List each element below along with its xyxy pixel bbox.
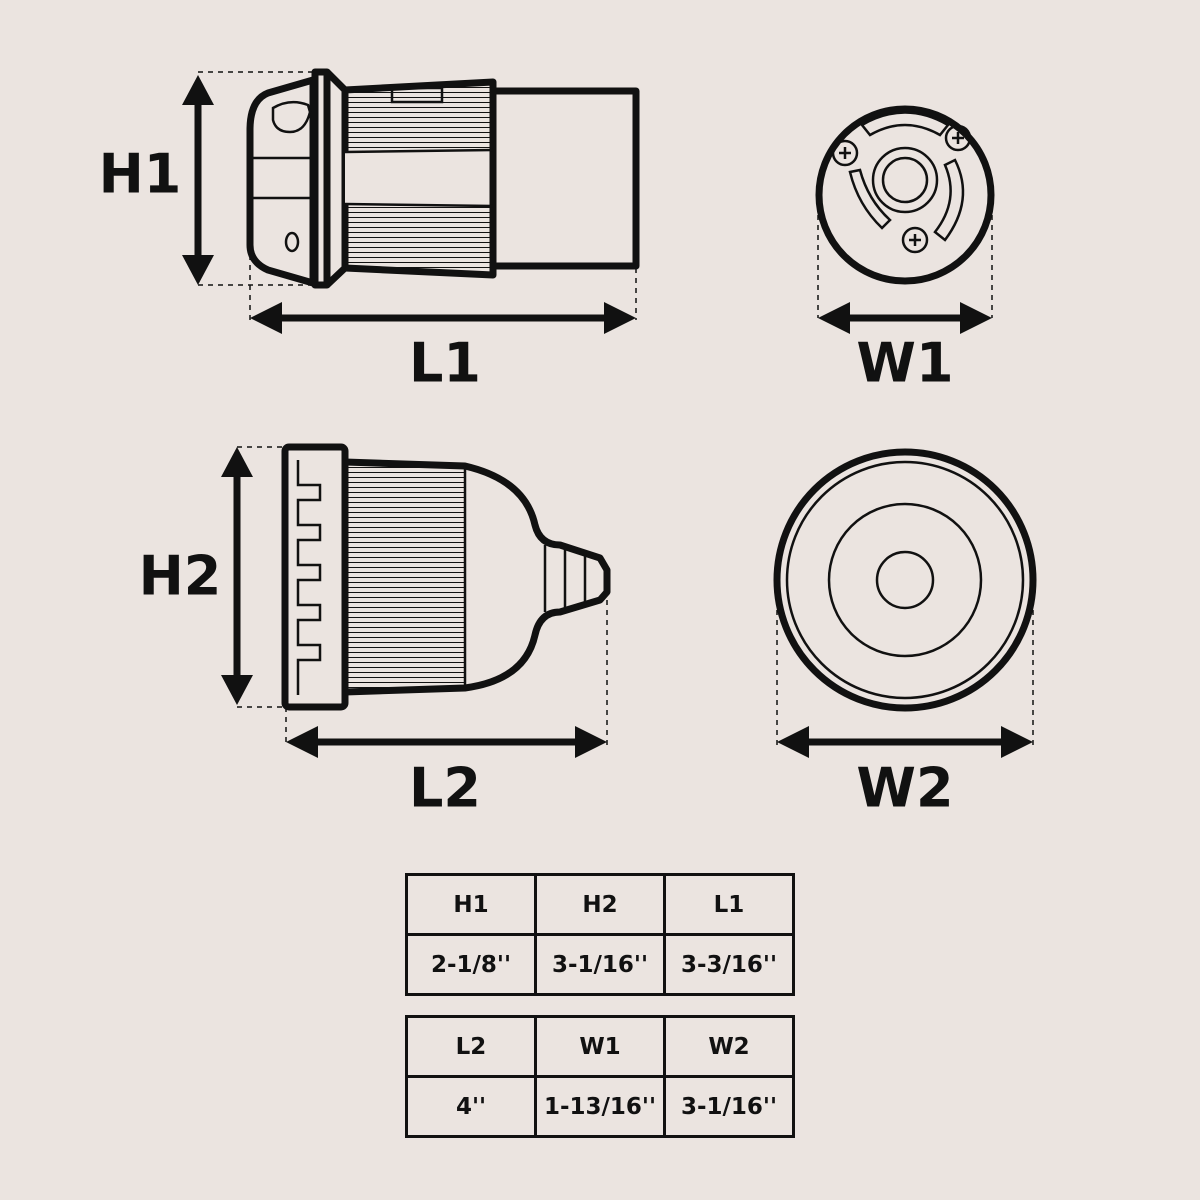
l2-label: L2 <box>409 757 481 820</box>
table-value-row: 4'' 1-13/16'' 3-1/16'' <box>405 1075 795 1138</box>
connector-face-view-2 <box>773 448 1037 745</box>
h1-label: H1 <box>99 143 182 206</box>
w2-dimension-arrow <box>777 726 1033 758</box>
h2-label: H2 <box>139 545 222 608</box>
w1-dimension-arrow <box>818 302 992 334</box>
table-value-cell: 3-1/16'' <box>534 933 666 996</box>
w1-label: W1 <box>856 332 953 395</box>
table-value-row: 2-1/8'' 3-1/16'' 3-3/16'' <box>405 933 795 996</box>
table-value-cell: 4'' <box>405 1075 537 1138</box>
l1-label: L1 <box>409 332 481 395</box>
table-header-cell: H2 <box>534 873 666 936</box>
dimensions-table-1: H1 H2 L1 2-1/8'' 3-1/16'' 3-3/16'' <box>405 873 795 996</box>
screw-icon <box>901 226 929 254</box>
l1-dimension-arrow <box>250 302 636 334</box>
table-header-cell: L2 <box>405 1015 537 1078</box>
h2-dimension-arrow <box>221 447 253 705</box>
table-value-cell: 3-3/16'' <box>663 933 795 996</box>
table-header-cell: W2 <box>663 1015 795 1078</box>
dimensions-table-2: L2 W1 W2 4'' 1-13/16'' 3-1/16'' <box>405 1015 795 1138</box>
table-header-cell: H1 <box>405 873 537 936</box>
screw-icon <box>831 139 859 167</box>
connector-side-view-2 <box>237 443 611 745</box>
table-value-cell: 1-13/16'' <box>534 1075 666 1138</box>
table-header-row: H1 H2 L1 <box>405 873 795 936</box>
plug-face-view-1 <box>815 105 995 318</box>
w2-label: W2 <box>856 757 953 820</box>
h1-dimension-arrow <box>182 75 214 285</box>
table-header-cell: L1 <box>663 873 795 936</box>
table-header-cell: W1 <box>534 1015 666 1078</box>
l2-dimension-arrow <box>286 726 607 758</box>
plug-side-view-1 <box>198 68 640 320</box>
rear-cap <box>246 76 317 287</box>
table-value-cell: 3-1/16'' <box>663 1075 795 1138</box>
screw-icon <box>944 124 972 152</box>
table-value-cell: 2-1/8'' <box>405 933 537 996</box>
table-header-row: L2 W1 W2 <box>405 1015 795 1078</box>
